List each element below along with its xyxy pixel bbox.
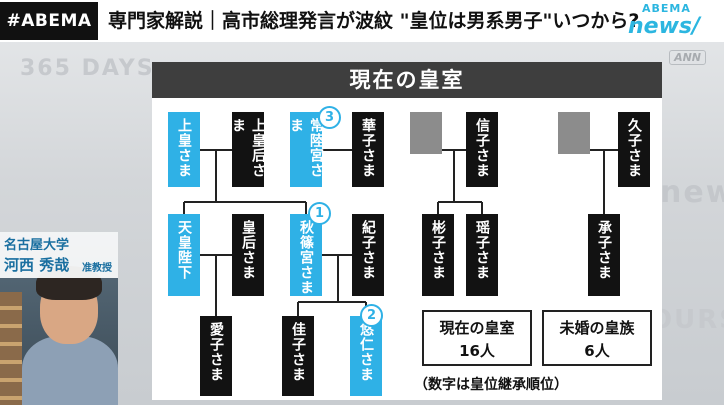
node-hisako: 久子さま: [618, 112, 650, 187]
node-unnamed-1: [410, 112, 442, 154]
node-tenno: 天皇陛下: [168, 214, 200, 296]
header-bar: #ABEMA 専門家解説｜高市総理発言が波紋 "皇位は男系男子"いつから? AB…: [0, 0, 724, 42]
node-jokougo: 上皇后さま: [230, 112, 266, 187]
bg-text-news: news: [660, 175, 724, 210]
node-jokou: 上皇さま: [168, 112, 200, 187]
speaker-name: 河西 秀哉: [4, 256, 70, 274]
node-kogo: 皇后さま: [232, 214, 264, 296]
node-kako: 佳子さま: [282, 316, 314, 396]
headline: 専門家解説｜高市総理発言が波紋 "皇位は男系男子"いつから?: [108, 10, 640, 32]
count-box-total: 現在の皇室 16人: [422, 310, 532, 366]
succession-badge-akishino: 1: [308, 202, 331, 225]
bg-text-ours: OURS: [650, 305, 724, 335]
count-unmarried-label: 未婚の皇族: [559, 319, 635, 337]
node-nobuko: 信子さま: [466, 112, 498, 187]
succession-badge-hisahito: 2: [360, 304, 383, 327]
abema-logo: #ABEMA: [0, 2, 98, 40]
node-hanako: 華子さま: [352, 112, 384, 187]
bookshelf: [0, 292, 22, 405]
abema-news-brand: ABEMA news/: [624, 2, 716, 42]
imperial-family-board: 現在の皇室: [152, 62, 662, 400]
count-unmarried-value: 6人: [584, 342, 610, 360]
node-unnamed-2: [558, 112, 590, 154]
succession-note: （数字は皇位継承順位）: [414, 377, 568, 393]
bg-text-365: 365 DAYS: [20, 56, 155, 81]
speaker-namecard: 名古屋大学 河西 秀哉 准教授: [0, 232, 118, 278]
node-aiko: 愛子さま: [200, 316, 232, 396]
brand-main: news/: [628, 14, 701, 39]
node-akishino: 秋篠宮さま: [290, 214, 322, 296]
node-yoko: 瑶子さま: [466, 214, 498, 296]
node-kiko: 紀子さま: [352, 214, 384, 296]
board-title: 現在の皇室: [152, 62, 662, 98]
node-tsuguko: 承子さま: [588, 214, 620, 296]
node-hisahito: 悠仁さま: [350, 316, 382, 396]
count-total-value: 16人: [459, 342, 495, 360]
succession-badge-hitachi: 3: [318, 106, 341, 129]
count-box-unmarried: 未婚の皇族 6人: [542, 310, 652, 366]
node-akiko: 彬子さま: [422, 214, 454, 296]
node-hitachi: 常陸宮さま: [288, 112, 324, 187]
speaker-university: 名古屋大学: [4, 238, 70, 253]
count-total-label: 現在の皇室: [439, 319, 515, 337]
speaker-title: 准教授: [82, 263, 112, 274]
ann-watermark: ANN: [669, 50, 706, 65]
brand-top: ABEMA: [642, 2, 691, 15]
speaker-body: [22, 336, 118, 405]
